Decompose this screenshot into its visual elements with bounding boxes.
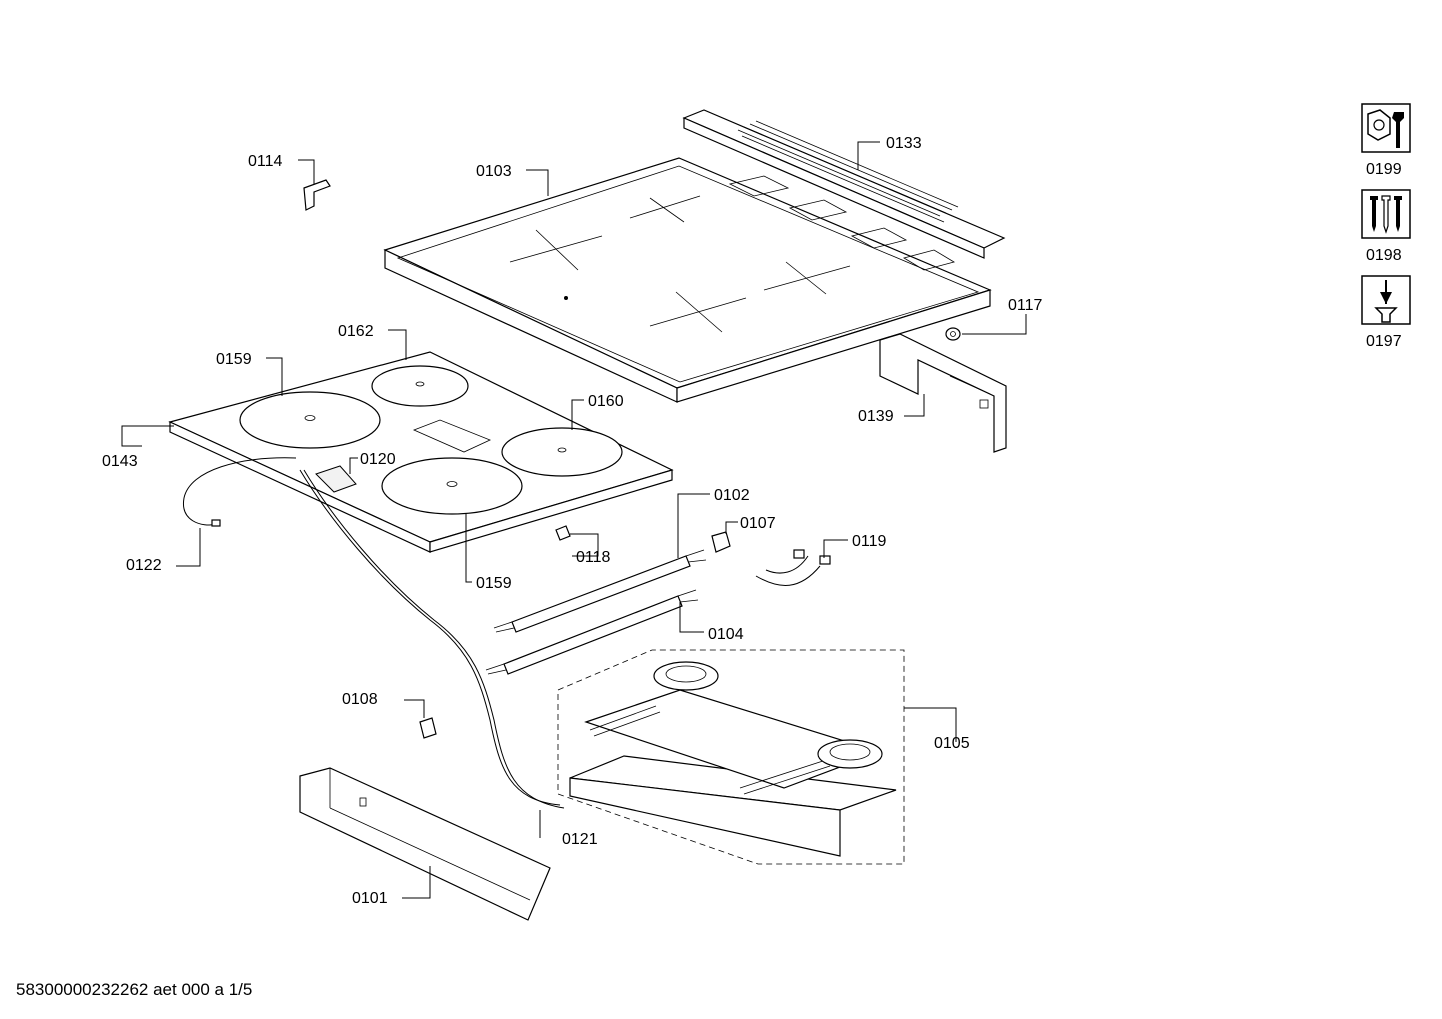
part-label-0108[interactable]: 0108 [342,691,378,708]
mounting-clip[interactable] [419,717,437,739]
part-label-0162[interactable]: 0162 [338,323,374,340]
screwdriver-screw-icon [1374,280,1398,323]
part-label-0120[interactable]: 0120 [360,451,396,468]
vent-grille[interactable] [682,109,1006,259]
part-label-0114[interactable]: 0114 [248,153,283,170]
toolkit-0197[interactable]: 0197 [1361,275,1411,350]
part-label-0119[interactable]: 0119 [852,533,887,550]
part-label-0118[interactable]: 0118 [576,549,611,566]
part-label-0160[interactable]: 0160 [588,393,624,410]
toolkit-label-0198: 0198 [1366,247,1402,264]
sensor-cable-set[interactable] [755,549,831,586]
part-label-0159-top[interactable]: 0159 [216,351,252,368]
part-label-0122[interactable]: 0122 [126,557,162,574]
nut[interactable] [945,327,961,341]
document-code: 58300000232262 aet 000 a 1/5 [16,980,253,999]
ferrite-rod-upper[interactable] [493,549,707,633]
screw-clip[interactable] [555,525,571,541]
screws-icon [1370,195,1402,234]
toolkit-0199[interactable]: 0199 [1361,103,1411,178]
toolkit-label-0199: 0199 [1366,161,1402,178]
power-module[interactable] [557,649,905,865]
part-label-0117[interactable]: 0117 [1008,297,1043,314]
part-label-0139[interactable]: 0139 [858,408,894,425]
part-label-0159-bottom[interactable]: 0159 [476,575,512,592]
front-panel[interactable] [299,767,551,921]
ground-cable[interactable] [183,457,297,526]
nut-and-wrench-icon [1367,109,1404,148]
ceramic-glass-top[interactable] [383,157,992,403]
wire-harness[interactable] [299,469,561,806]
part-label-0107[interactable]: 0107 [740,515,776,532]
part-label-0133[interactable]: 0133 [886,135,922,152]
support-bracket[interactable] [879,333,1007,453]
toolkit-label-0197: 0197 [1366,333,1402,350]
part-label-0143[interactable]: 0143 [102,453,138,470]
part-label-0104[interactable]: 0104 [708,626,744,643]
clip[interactable] [303,179,331,211]
part-label-0101[interactable]: 0101 [352,890,388,907]
ferrite-rod-lower[interactable] [485,589,699,675]
part-label-0105[interactable]: 0105 [934,735,970,752]
induction-coil-carrier[interactable] [168,351,674,553]
toolkit-0198[interactable]: 0198 [1361,189,1411,264]
leader-lines [121,141,1027,899]
part-label-0102[interactable]: 0102 [714,487,750,504]
part-label-0121[interactable]: 0121 [562,831,598,848]
clamp[interactable] [711,531,731,553]
part-label-0103[interactable]: 0103 [476,163,512,180]
